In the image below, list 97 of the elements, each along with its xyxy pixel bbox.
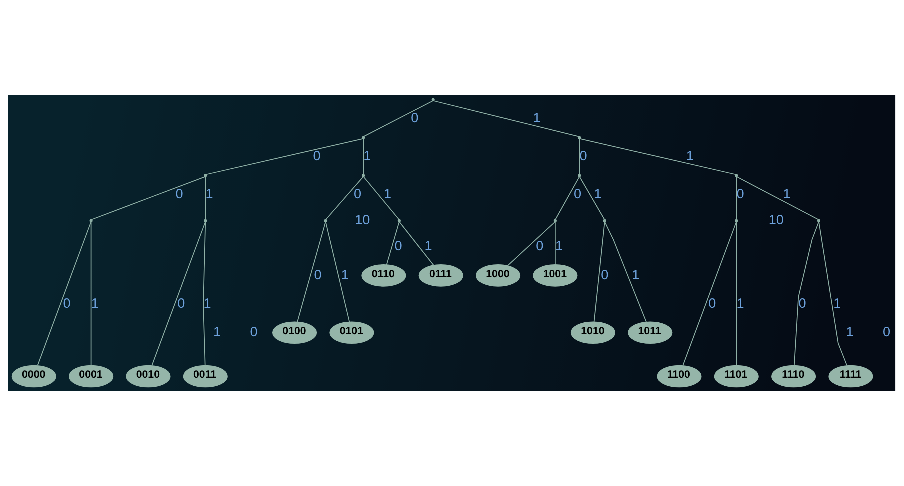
node-ellipse: 1000: [476, 264, 521, 287]
edge-label: 0: [580, 148, 588, 164]
connector: [580, 138, 737, 176]
connector: [325, 176, 364, 220]
edge-label: 1: [533, 110, 541, 126]
edge-label: 0: [176, 186, 184, 202]
connector: [386, 222, 400, 266]
edge-label: 0: [394, 238, 402, 254]
node-point: [603, 219, 606, 222]
edge-label: 0: [178, 296, 186, 311]
connector: [90, 222, 92, 366]
connector: [433, 100, 580, 138]
connector: [325, 222, 350, 322]
edge-label: 0: [313, 148, 321, 164]
connector: [152, 222, 206, 366]
connector: [555, 176, 580, 220]
node-point: [90, 219, 93, 222]
connector: [363, 100, 434, 138]
connector: [736, 222, 738, 366]
connector: [91, 176, 206, 220]
label: 0: [250, 324, 258, 340]
node-ellipse: 1011: [628, 322, 673, 344]
edge-label: 0: [354, 186, 362, 202]
edge-label: 1: [632, 267, 640, 282]
connector: [594, 222, 606, 322]
connector: [203, 222, 206, 366]
connector: [818, 222, 848, 366]
edge-label: 0: [314, 267, 322, 282]
edge-label: 1: [594, 186, 602, 202]
node-ellipse: 1001: [533, 264, 578, 287]
label: 1: [213, 324, 222, 340]
edge-label: 0: [536, 238, 544, 254]
connector: [507, 222, 556, 266]
node-ellipse: 0111: [418, 264, 464, 287]
node-point: [554, 219, 557, 222]
node-point: [362, 174, 366, 178]
connector: [579, 138, 580, 176]
node-point: [204, 174, 208, 178]
connector: [736, 176, 738, 220]
edge-label: 1: [424, 238, 432, 254]
connector: [363, 176, 400, 220]
edge-label: 0: [411, 110, 419, 126]
connector: [205, 176, 206, 220]
node-ellipse: 1110: [772, 365, 816, 388]
connector: [736, 176, 820, 220]
connector: [363, 138, 364, 176]
node-point: [578, 174, 582, 178]
node-point: [817, 219, 821, 222]
edge-label: 0: [63, 296, 71, 311]
node-ellipse: 1111: [828, 365, 874, 388]
edge-label: 0: [736, 186, 744, 202]
node-point: [432, 98, 435, 102]
connector: [37, 222, 92, 366]
edge-label: 0: [601, 267, 609, 282]
label: 10: [355, 212, 370, 228]
edge-label: 0: [574, 186, 582, 202]
edge-label: 1: [834, 296, 842, 311]
connector: [604, 222, 647, 322]
edge-label: 1: [736, 296, 744, 311]
node-ellipse: 0000: [12, 365, 56, 388]
node-point: [362, 136, 366, 140]
node-point: [324, 219, 328, 222]
edge-label: 1: [206, 186, 214, 202]
connector: [682, 222, 738, 366]
connector: [794, 222, 820, 366]
node-ellipse: 1101: [714, 365, 759, 388]
node-ellipse: 0100: [272, 322, 318, 344]
edge-label: 1: [364, 148, 372, 164]
connector: [297, 222, 326, 322]
edge-label: 1: [91, 296, 99, 311]
edge-label: 1: [556, 238, 564, 254]
node-point: [204, 219, 208, 222]
connector: [206, 138, 364, 176]
node-point: [735, 219, 738, 222]
label: 0: [883, 324, 891, 340]
node-ellipse: 1100: [657, 365, 702, 388]
edge-label: 1: [204, 296, 212, 311]
label: 10: [768, 212, 784, 228]
connector: [399, 222, 434, 266]
node-ellipse: 0110: [362, 264, 406, 287]
label: 1: [846, 324, 854, 340]
node-point: [735, 174, 738, 178]
node-ellipse: 0101: [330, 322, 374, 344]
edge-label: 1: [341, 267, 349, 282]
edge-label: 0: [708, 296, 716, 311]
node-ellipse: 1010: [570, 322, 616, 344]
connector: [579, 176, 606, 220]
node-point: [398, 219, 401, 222]
edge-label: 1: [783, 186, 791, 202]
node-point: [578, 136, 582, 140]
node-ellipse: 0010: [126, 365, 171, 388]
edge-label: 1: [384, 186, 392, 202]
edge-label: 1: [686, 148, 694, 164]
connector: [555, 222, 556, 266]
node-ellipse: 0001: [69, 365, 114, 388]
node-ellipse: 0011: [183, 365, 228, 388]
edge-label: 0: [798, 296, 806, 311]
